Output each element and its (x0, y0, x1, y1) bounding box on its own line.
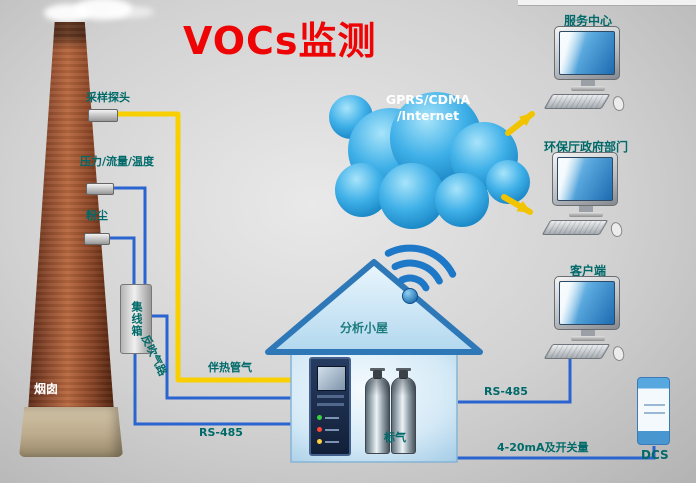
wifi-icon (384, 244, 457, 292)
cylinder-valve-bar (396, 368, 411, 371)
cabinet-panel-line (325, 440, 339, 443)
keyboard (543, 344, 611, 359)
cloud-arrow-up-icon (505, 111, 535, 136)
cylinder-valve (373, 370, 382, 379)
monitor (552, 152, 618, 206)
monitor-stand (581, 80, 595, 86)
page-edge-artifact (518, 0, 696, 6)
sampling-probe (88, 109, 118, 122)
internet-cloud (329, 92, 530, 229)
station-label: 环保厅政府部门 (544, 140, 629, 154)
cloud-arrow-down-icon (501, 194, 533, 215)
chimney-label: 烟囱 (34, 382, 59, 396)
rs485-right-label: RS-485 (484, 385, 528, 398)
monitor-screen (559, 281, 615, 325)
station-label: 服务中心 (563, 14, 612, 28)
standard-gas-label: 标气 (384, 431, 406, 444)
rs485-left-label: RS-485 (199, 426, 243, 439)
cabinet-panel-line (325, 428, 339, 431)
sampling-probe-label: 采样探头 (86, 91, 130, 104)
monitor-screen (557, 157, 613, 201)
green-led-icon (317, 415, 322, 420)
mouse (609, 220, 624, 239)
cloud-label: GPRS/CDMA /Internet (358, 92, 498, 123)
rs485-right-line (458, 352, 572, 404)
station-client: 客户端 (543, 262, 630, 374)
monitor-stand (581, 330, 595, 336)
dcs-label: DCS (641, 448, 669, 462)
pressure-flow-temp-label: 压力/流量/温度 (80, 155, 155, 168)
dcs-panel-line (644, 412, 665, 414)
keyboard (541, 220, 609, 235)
antenna-ball (402, 288, 418, 304)
rs485-left-line (133, 352, 312, 426)
backflush-line (150, 314, 312, 400)
cloud-label-line2: /Internet (396, 107, 460, 123)
analyzer-cabinet (309, 357, 351, 456)
cabinet-slot (317, 395, 344, 398)
gas-cylinder (365, 368, 390, 454)
cabinet-led-row (317, 439, 339, 444)
cabinet-led-row (317, 415, 339, 420)
monitor-base (571, 86, 605, 91)
monitor-base (569, 212, 603, 217)
dust-label: 粉尘 (86, 209, 108, 222)
analog-signal-line (452, 446, 656, 460)
dcs-unit (637, 377, 670, 445)
cabinet-panel-line (325, 416, 339, 419)
mouse (611, 94, 626, 113)
cylinder-shoulder (392, 378, 415, 396)
cylinder-shoulder (366, 378, 389, 396)
monitor-screen (559, 31, 615, 75)
page-title: VOCs监测 (183, 19, 377, 63)
dust-signal-line (108, 236, 136, 284)
cylinder-valve-bar (370, 368, 385, 371)
chimney-base (19, 407, 123, 457)
station-government: 环保厅政府部门 (541, 138, 629, 250)
house-roof (265, 259, 483, 355)
heated-sample-line (112, 111, 312, 383)
cabinet-led-row (317, 427, 339, 432)
analog-line-label: 4-20mA及开关量 (497, 441, 589, 454)
keyboard (543, 94, 611, 109)
monitor (554, 26, 620, 80)
mouse (611, 344, 626, 363)
red-led-icon (317, 427, 322, 432)
station-label: 客户端 (569, 264, 606, 278)
pressure-signal-line (110, 186, 147, 284)
dust-probe (84, 233, 110, 245)
monitor (554, 276, 620, 330)
cabinet-slot (317, 403, 344, 406)
amber-led-icon (317, 439, 322, 444)
smoke-puff (108, 6, 154, 18)
cloud-label-line1: GPRS/CDMA (385, 92, 471, 107)
pressure-probe (86, 183, 114, 195)
junction-box: 集线箱 (120, 284, 152, 354)
monitor-base (571, 336, 605, 341)
cabinet-screen (317, 366, 346, 391)
junction-box-label: 集线箱 (130, 301, 143, 337)
heated-line-label: 伴热管气 (208, 361, 252, 374)
dcs-panel-line (644, 404, 665, 406)
cylinder-valve (399, 370, 408, 379)
gas-cylinder (391, 368, 416, 454)
monitor-stand (579, 206, 593, 212)
station-service-center: 服务中心 (543, 12, 630, 124)
analysis-cabin-label: 分析小屋 (340, 321, 389, 335)
